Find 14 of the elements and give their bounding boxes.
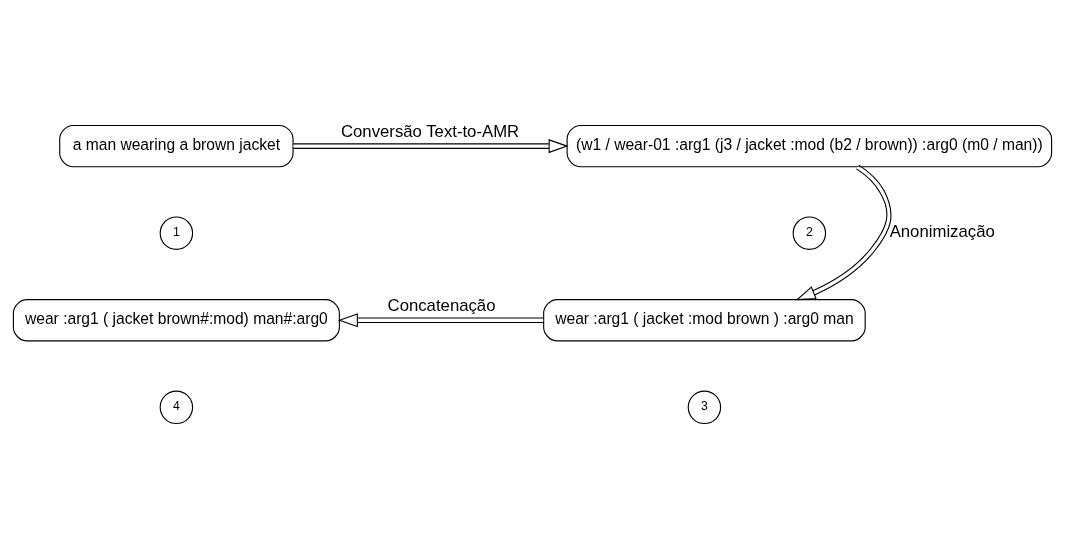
- node-circle: 4: [159, 390, 194, 424]
- node-box: (w1 / wear-01 :arg1 (j3 / jacket :mod (b2 / brown)) :arg0 (m0 / man)): [566, 124, 1053, 167]
- arrow: [337, 312, 544, 327]
- node-circle: 1: [159, 215, 194, 250]
- edge-label: Anonimização: [889, 221, 995, 241]
- arrow: [795, 164, 892, 300]
- node-box: wear :arg1 ( jacket :mod brown ) :arg0 man: [543, 298, 866, 341]
- node-box: a man wearing a brown jacket: [59, 124, 294, 167]
- edge-label: Concatenação: [387, 295, 496, 315]
- edge-label: Conversão Text-to-AMR: [340, 121, 520, 141]
- arrow: [292, 138, 569, 153]
- node-circle: 3: [687, 390, 722, 424]
- node-box: wear :arg1 ( jacket brown#:mod) man#:arg0: [12, 298, 340, 341]
- node-circle: 2: [792, 215, 827, 250]
